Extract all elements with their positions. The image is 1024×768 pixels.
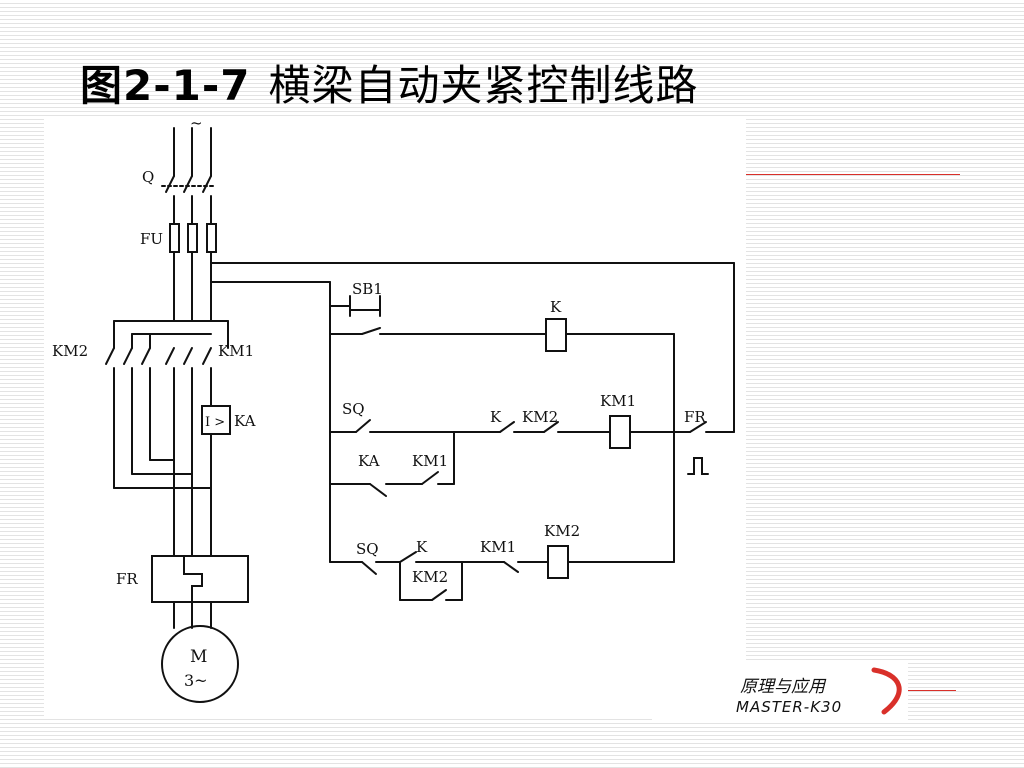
circuit-diagram: ~ Q FU KM2 KM1 I > KA FR M 3~ SB1 K SQ K…: [44, 114, 746, 716]
label-km2-coil: KM2: [544, 522, 580, 540]
km1-contact-3: [202, 347, 212, 365]
q-switch-blade-3: [202, 175, 212, 193]
figure-number: 图2-1-7: [80, 61, 251, 110]
label-sq-upper: SQ: [342, 400, 365, 418]
km2-contact-1: [105, 347, 115, 365]
label-sb1: SB1: [352, 280, 383, 298]
label-current-relay-symbol: I >: [205, 415, 225, 430]
sb1-contact: [361, 327, 381, 335]
fr-thermal-relay: [151, 555, 249, 603]
figure-title: 横梁自动夹紧控制线路: [268, 61, 699, 110]
brand-line-1: 原理与应用: [740, 677, 825, 697]
km1-contact-1: [165, 347, 175, 365]
label-ka: KA: [234, 412, 256, 430]
sq-lower-contact: [361, 561, 377, 575]
motor-m: [161, 625, 239, 703]
label-ka-contact: KA: [358, 452, 380, 470]
km1-hold-contact: [421, 471, 439, 485]
label-km1-coil: KM1: [600, 392, 636, 410]
label-supply: ~: [190, 116, 203, 132]
label-fr-main: FR: [116, 570, 138, 588]
label-km1-hold: KM1: [412, 452, 448, 470]
fr-control-contact: [689, 421, 707, 433]
accent-line-top: [746, 174, 960, 175]
km1-interlock-contact: [503, 561, 519, 573]
fr-heater-symbol: [183, 555, 203, 603]
k-upper-contact: [499, 421, 515, 433]
label-fr-control: FR: [684, 408, 706, 426]
brand-line-2: MASTER-K30: [736, 698, 843, 716]
label-km1-interlock: KM1: [480, 538, 516, 556]
label-km1-main: KM1: [218, 342, 254, 360]
km2-contact-2: [123, 347, 133, 365]
accent-line-bottom: [906, 690, 956, 691]
label-k-coil: K: [550, 298, 562, 316]
fuse-1: [169, 223, 180, 253]
label-motor-phase: 3~: [184, 671, 208, 690]
km2-contact-3: [141, 347, 151, 365]
label-km2-interlock: KM2: [522, 408, 558, 426]
brand-logo: 原理与应用 MASTER-K30: [652, 660, 908, 720]
label-motor-m: M: [190, 647, 207, 667]
k-lower-contact: [399, 551, 417, 563]
fr-thermal-symbol: [687, 457, 709, 475]
circuit-svg: ~ Q FU KM2 KM1 I > KA FR M 3~ SB1 K SQ K…: [52, 114, 735, 703]
label-q: Q: [142, 168, 154, 186]
km2-coil: [547, 545, 569, 579]
brand-swoosh-icon: [871, 667, 902, 715]
q-switch-blade-1: [165, 175, 175, 193]
ka-current-relay: [201, 405, 231, 435]
ka-contact: [369, 483, 387, 497]
km2-interlock-contact: [543, 421, 559, 433]
sq-upper-contact: [355, 419, 371, 433]
label-fu: FU: [140, 230, 163, 248]
slide-title: 图2-1-7 横梁自动夹紧控制线路: [80, 52, 699, 113]
label-k-lower: K: [416, 538, 428, 556]
km1-contact-2: [183, 347, 193, 365]
label-k-upper: K: [490, 408, 502, 426]
label-km2-hold: KM2: [412, 568, 448, 586]
fuse-3: [206, 223, 217, 253]
km2-hold-contact: [431, 589, 447, 601]
label-km2-main: KM2: [52, 342, 88, 360]
k-coil: [545, 318, 567, 352]
km1-coil: [609, 415, 631, 449]
q-switch-blade-2: [183, 175, 193, 193]
fuse-2: [187, 223, 198, 253]
label-sq-lower: SQ: [356, 540, 379, 558]
